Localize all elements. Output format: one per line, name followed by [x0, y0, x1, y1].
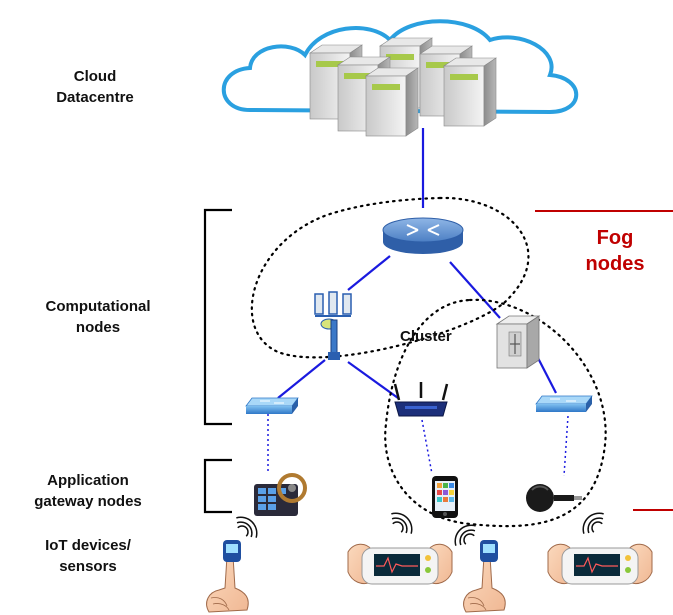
tablet-steering-icon — [254, 473, 307, 516]
wireless-signal-icon — [391, 512, 413, 534]
cluster-outline-lower — [384, 298, 607, 528]
wifi-router-icon — [393, 382, 449, 417]
server-rack-group — [309, 37, 497, 137]
ecg-monitor-icon — [547, 543, 653, 585]
chromecast-icon — [526, 484, 582, 512]
label-fog-line1: Fog — [596, 227, 634, 249]
label-fog-nodes: Fog nodes — [560, 225, 670, 277]
server-icon — [495, 315, 541, 369]
wireless-signal-icons — [236, 512, 604, 546]
label-cloud-line2: Datacentre — [56, 89, 134, 106]
wireless-signal-icon — [236, 516, 258, 538]
label-cloud-line1: Cloud — [73, 68, 117, 85]
smartphone-icon — [432, 476, 458, 518]
link-switch-chromecast — [563, 415, 569, 477]
gateway-links — [267, 414, 569, 477]
pulse-oximeter-icon — [463, 540, 506, 613]
ecg-monitor-icon — [347, 543, 453, 585]
label-iot-line1: IoT devices/ — [45, 537, 131, 554]
link-wifi-phone — [421, 419, 433, 475]
network-switch-icon — [245, 397, 299, 414]
label-gateway-line1: Application — [47, 472, 129, 489]
link-router-tower — [347, 255, 391, 291]
link-tower-switch-left — [277, 359, 326, 399]
cell-tower-icon — [314, 291, 352, 360]
label-fog-line2: nodes — [585, 253, 645, 275]
cluster-outline-upper — [250, 196, 530, 359]
link-tower-wifi — [347, 361, 399, 399]
label-application-gateway-nodes: Application gateway nodes — [0, 470, 176, 512]
bracket-gateway — [203, 458, 232, 514]
network-links — [277, 128, 557, 399]
label-computational-line2: nodes — [75, 319, 121, 336]
router-icon — [382, 217, 464, 254]
wireless-signal-icon — [454, 524, 476, 546]
cluster-outlines — [250, 196, 607, 528]
network-switch-icon — [535, 395, 593, 412]
link-router-server — [449, 261, 501, 319]
bracket-computational — [203, 208, 232, 426]
label-cloud-datacentre: Cloud Datacentre — [40, 66, 150, 108]
cloud-datacentre-icon — [221, 19, 579, 137]
label-computational-nodes: Computational nodes — [10, 296, 186, 338]
wireless-signal-icon — [582, 512, 604, 534]
label-computational-line1: Computational — [45, 298, 151, 315]
link-server-switch-right — [537, 357, 557, 394]
label-iot-line2: sensors — [59, 558, 117, 575]
label-gateway-line2: gateway nodes — [34, 493, 142, 510]
label-iot-devices-sensors: IoT devices/ sensors — [0, 535, 176, 577]
label-cluster: Cluster — [400, 328, 452, 345]
pulse-oximeter-icon — [206, 540, 249, 613]
